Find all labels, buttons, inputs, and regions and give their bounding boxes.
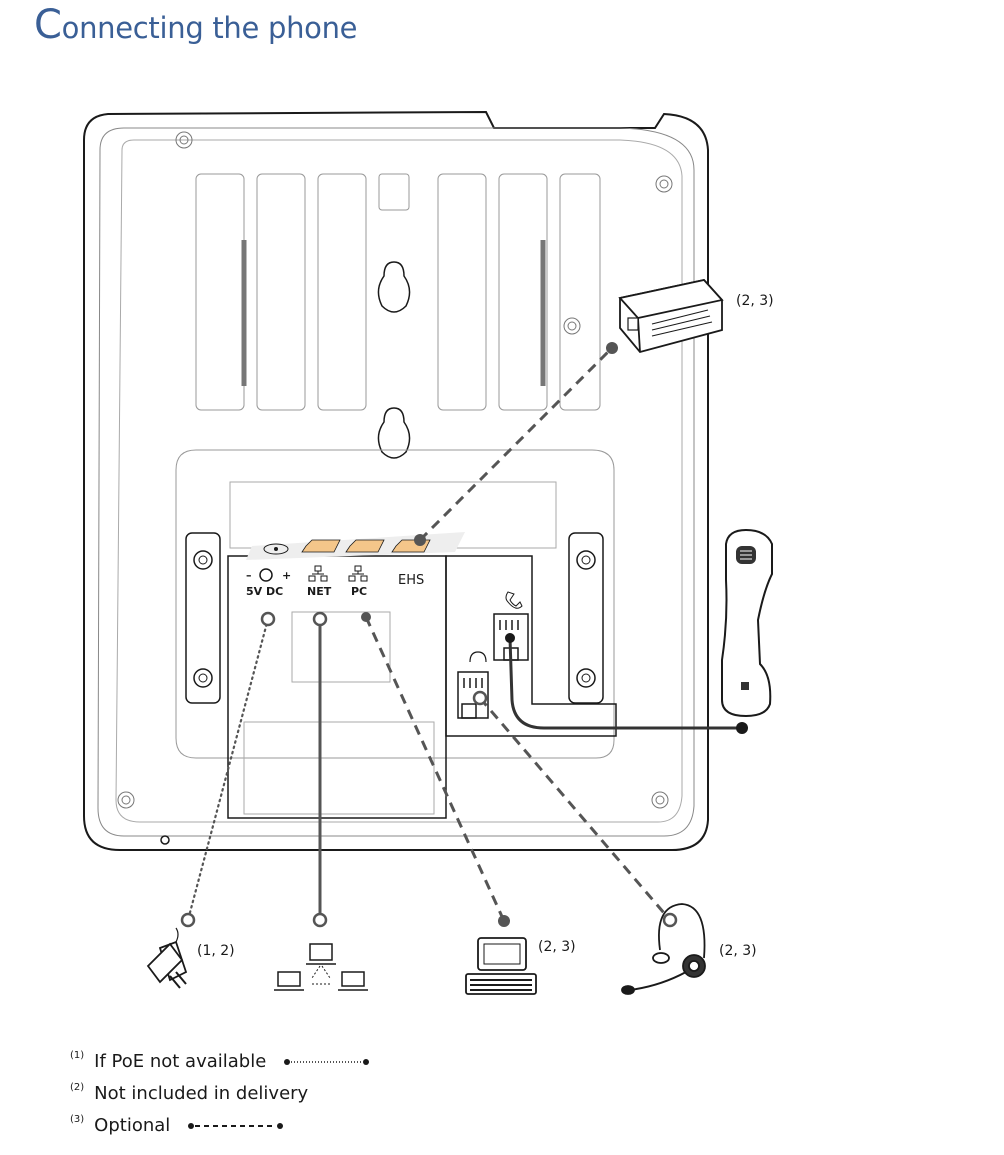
footnote-2-text: Not included in delivery <box>94 1083 309 1104</box>
power-port-plus: + <box>282 569 291 582</box>
footnote-2-mark: (2) <box>70 1082 85 1093</box>
title-initial: C <box>34 2 62 48</box>
power-cable-dotted <box>186 617 270 922</box>
page-title: Connecting the phone <box>34 2 358 48</box>
connection-lines <box>180 342 748 928</box>
title-rest: onnecting the phone <box>61 11 358 45</box>
footnote-3: (3) Optional <box>70 1114 286 1136</box>
handset-cable <box>508 637 742 730</box>
pc-icon <box>465 937 537 995</box>
ehs-adapter-callout: (2, 3) <box>736 293 774 309</box>
net-port-icon <box>308 565 328 582</box>
footnote-3-text: Optional <box>94 1115 171 1136</box>
ehs-port-label: EHS <box>398 573 424 588</box>
port-labels: – + 5V DC NET PC EHS <box>246 565 424 598</box>
power-port-label-top: – <box>246 569 252 582</box>
ehs-cable-dashed <box>418 346 614 542</box>
port-strip <box>246 532 465 560</box>
ehs-adapter-icon <box>618 279 724 354</box>
power-port-label: 5V DC <box>246 585 283 598</box>
pc-port-label: PC <box>351 585 367 598</box>
net-port-label: NET <box>307 585 332 598</box>
footnote-1-mark: (1) <box>70 1050 85 1061</box>
footnote-2: (2) Not included in delivery <box>70 1082 309 1104</box>
headset-port-icon <box>457 651 489 719</box>
power-jack-icon <box>259 568 273 582</box>
phone-back <box>83 110 709 851</box>
dotted-line-legend <box>284 1059 370 1065</box>
power-supply-icon <box>146 927 188 989</box>
footnote-3-mark: (3) <box>70 1114 85 1125</box>
footnote-1-text: If PoE not available <box>94 1051 267 1072</box>
headset-icon <box>621 903 706 995</box>
dashed-line-legend <box>188 1123 284 1129</box>
pc-port-icon <box>348 565 368 582</box>
network-icon <box>274 943 368 991</box>
pc-cable-dashed <box>364 616 506 922</box>
footnote-1: (1) If PoE not available <box>70 1050 372 1072</box>
power-supply-callout: (1, 2) <box>197 943 235 959</box>
pc-callout: (2, 3) <box>538 939 576 955</box>
headset-callout: (2, 3) <box>719 943 757 959</box>
headset-cable-dashed <box>478 697 672 921</box>
handset-icon <box>721 528 773 718</box>
